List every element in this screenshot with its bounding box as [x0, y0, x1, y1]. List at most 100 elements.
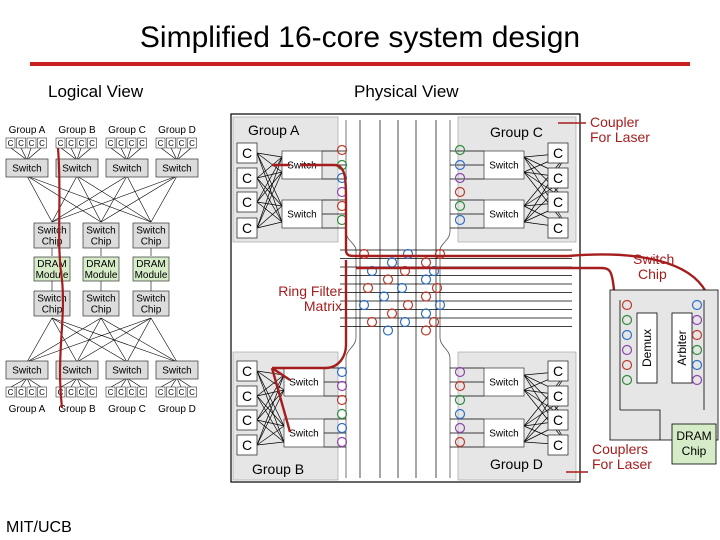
- logical-core-label: C: [8, 139, 14, 148]
- logical-group-label-top: Group A: [9, 125, 46, 136]
- core-switch-wire: [126, 377, 142, 388]
- group-d-core: [547, 385, 569, 407]
- switch-chip-wire: [51, 175, 178, 223]
- ring-filter: [336, 172, 348, 184]
- logical-group-label-bottom: Group D: [158, 404, 196, 415]
- switch-chip-wire: [26, 317, 102, 363]
- logical-group-label-bottom: Group A: [9, 404, 46, 415]
- demux-label: Demux: [640, 329, 654, 367]
- logical-core: [187, 386, 197, 398]
- ring-filter: [386, 308, 398, 319]
- ring-filter: [358, 299, 370, 311]
- group-c-core-label: C: [553, 170, 563, 186]
- ring-filter: [336, 144, 348, 156]
- logical-core-label: C: [29, 388, 35, 397]
- logical-core-label: C: [179, 139, 185, 148]
- logical-core: [155, 386, 166, 398]
- logical-switch-top-text: Switch: [112, 164, 141, 175]
- physical-view-heading: Physical View: [354, 82, 459, 101]
- ring-filter: [454, 366, 466, 378]
- dram-chip-label-line1: DRAM: [676, 429, 711, 443]
- core-switch-wire: [523, 156, 569, 229]
- logical-core: [126, 386, 137, 398]
- logical-wires: [10, 147, 192, 388]
- ring-filter: [454, 394, 466, 406]
- core-switch-wire: [176, 147, 192, 161]
- logical-core: [87, 386, 97, 398]
- core-switch-wire: [126, 147, 142, 161]
- logical-core-label: C: [129, 139, 135, 148]
- ring-filter: [454, 186, 466, 198]
- core-switch-wire: [160, 377, 178, 388]
- logical-switch-bottom-text: Switch: [12, 366, 41, 377]
- logical-switch-chip-top: [33, 222, 71, 249]
- ring-filter: [454, 408, 466, 420]
- arbiter-label: Arbiter: [675, 330, 689, 365]
- ring-filter: [434, 299, 446, 311]
- switch-chip-callout-line2: Chip: [638, 266, 667, 282]
- core-switch-wire: [256, 374, 285, 421]
- group-d-core-label: C: [553, 437, 563, 453]
- logical-switch-chip-top-text: Switch: [37, 226, 66, 237]
- core-switch-wire: [126, 377, 132, 388]
- core-switch-wire: [70, 377, 78, 388]
- logical-group-label-top: Group D: [158, 125, 196, 136]
- logical-core-label: C: [168, 139, 174, 148]
- group-d-core: [547, 409, 569, 431]
- logical-core: [55, 137, 66, 149]
- logical-core: [116, 386, 126, 398]
- logical-switch-chip-bottom-text: Switch: [86, 294, 115, 305]
- core-switch-wire: [110, 147, 128, 161]
- group-b-label: Group B: [252, 461, 304, 477]
- logical-core: [105, 386, 116, 398]
- core-switch-wire: [26, 147, 32, 161]
- core-switch-wire: [60, 147, 78, 161]
- core-switch-wire: [10, 377, 28, 388]
- ring-filter: [378, 291, 390, 302]
- core-switch-wire: [523, 152, 569, 223]
- group-a-core: [236, 142, 258, 164]
- ring-filter: [420, 291, 432, 302]
- core-switch-wire: [256, 374, 285, 397]
- logical-switch-top-text: Switch: [12, 164, 41, 175]
- switch-chip-wire: [150, 317, 178, 363]
- logical-core-label: C: [158, 139, 164, 148]
- page-title: Simplified 16-core system design: [140, 21, 580, 54]
- core-switch-wire: [256, 370, 285, 427]
- logical-core-label: C: [89, 139, 95, 148]
- group-b-switch-2-text: Switch: [289, 429, 318, 440]
- group-c-core-label: C: [553, 145, 563, 161]
- logical-core-label: C: [179, 388, 185, 397]
- logical-core-label: C: [168, 388, 174, 397]
- logical-core-label: C: [189, 139, 195, 148]
- core-switch-wire: [176, 377, 192, 388]
- core-switch-wire: [256, 201, 283, 223]
- group-b-switch-1-text: Switch: [289, 378, 318, 389]
- logical-switch-chip-bottom: [33, 290, 71, 317]
- logical-group-label-bottom: Group B: [58, 404, 96, 415]
- logical-core: [5, 137, 16, 149]
- logical-switch-chip-top-text: Switch: [136, 226, 165, 237]
- ring-filter: [336, 436, 348, 448]
- ring-filter: [454, 380, 466, 392]
- logical-core: [176, 386, 187, 398]
- title-underline: [30, 62, 690, 66]
- chip-ring-filter: [691, 359, 703, 371]
- logical-core: [16, 137, 26, 149]
- group-c-core: [547, 191, 569, 213]
- core-switch-wire: [26, 377, 32, 388]
- logical-core-label: C: [8, 388, 14, 397]
- chip-ring-filter: [621, 329, 633, 341]
- logical-switch-chip-bottom-text: Chip: [91, 305, 112, 316]
- core-switch-wire: [256, 171, 283, 203]
- ring-filter: [336, 422, 348, 434]
- core-switch-wire: [256, 171, 283, 229]
- core-switch-wire: [256, 425, 285, 446]
- logical-switch-bottom: [105, 360, 149, 380]
- group-b-core: [236, 409, 258, 431]
- logical-path-highlight: [56, 147, 65, 409]
- logical-dram-module-text: DRAM: [86, 259, 115, 270]
- chip-ring-filter: [691, 299, 703, 311]
